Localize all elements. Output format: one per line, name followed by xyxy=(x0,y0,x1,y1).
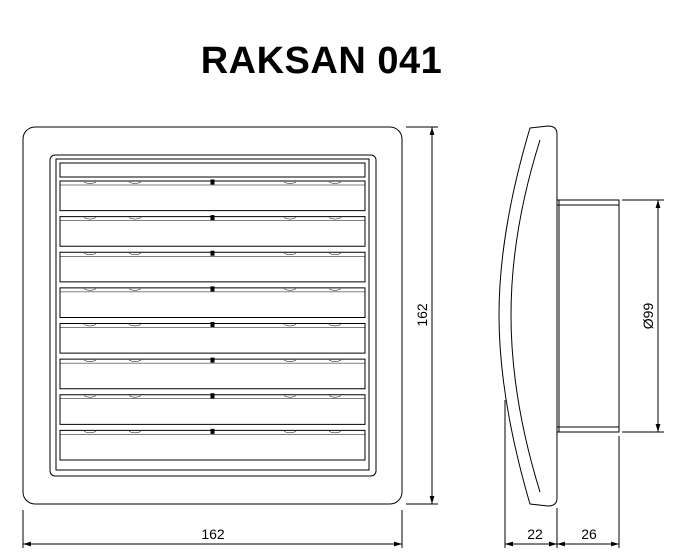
diameter-label: Ø99 xyxy=(640,303,656,330)
front-height-label: 162 xyxy=(414,303,430,327)
side-depth-1-label: 22 xyxy=(527,526,543,542)
side-dimensions xyxy=(504,199,664,548)
louver-stack xyxy=(59,179,366,461)
louver-slat xyxy=(59,393,366,425)
side-frame-inner-curve xyxy=(510,139,541,493)
front-view xyxy=(22,126,403,505)
front-width-label: 162 xyxy=(201,526,225,542)
louver-slat xyxy=(59,286,366,318)
side-depth-2-label: 26 xyxy=(581,526,597,542)
side-frame-profile xyxy=(498,125,558,507)
louver-slat xyxy=(59,179,366,212)
side-view xyxy=(498,125,620,507)
product-title: RAKSAN 041 xyxy=(200,40,443,82)
grille-area xyxy=(55,158,370,471)
louver-slat xyxy=(59,322,366,354)
duct-spigot xyxy=(556,199,620,433)
louver-slat xyxy=(59,215,366,247)
louver-slat xyxy=(59,250,366,283)
inner-frame xyxy=(49,154,377,477)
front-dimensions xyxy=(22,126,438,548)
outer-frame xyxy=(22,126,403,505)
louver-slat xyxy=(59,357,366,390)
louver-slat xyxy=(59,428,366,461)
top-louver-fixed xyxy=(59,162,366,178)
